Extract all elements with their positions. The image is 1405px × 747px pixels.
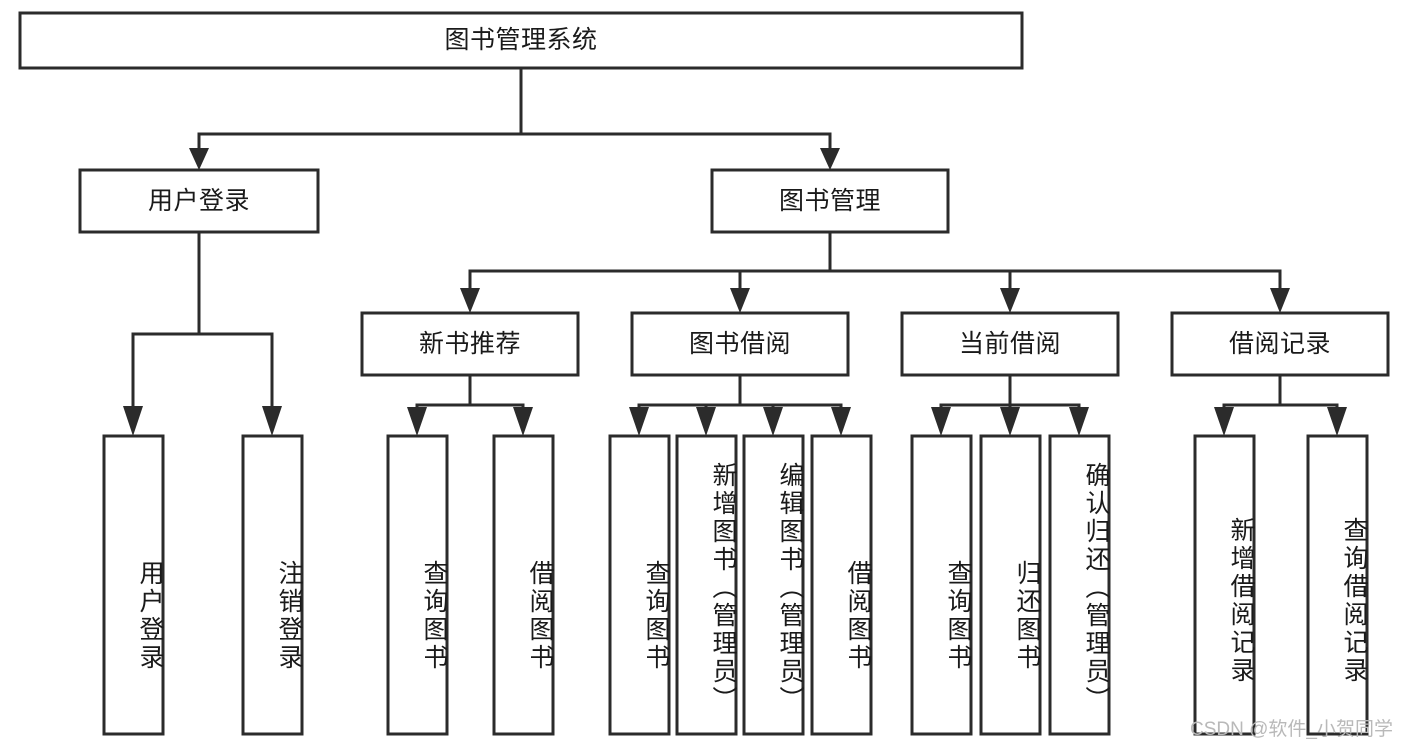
node-box-leaf-12[interactable]: [1306, 434, 1369, 736]
arrow-to-leaf-10: [1069, 407, 1089, 436]
csdn-watermark: CSDN @软件_小贺同学: [1190, 719, 1393, 740]
arrow-to-leaf-4: [629, 407, 649, 436]
node-box-leaf-2[interactable]: [386, 434, 449, 736]
arrow-to-leaf-6: [763, 407, 783, 436]
connector-group-new-book: [407, 373, 533, 436]
arrow-to-l3-3: [1270, 288, 1290, 313]
arrow-to-leaf-0: [123, 406, 143, 436]
node-box-leaf-11[interactable]: [1193, 434, 1256, 736]
arrow-root-to-l2-1: [820, 148, 840, 170]
arrow-to-l3-1: [730, 288, 750, 313]
node-box-leaf-4[interactable]: [608, 434, 671, 736]
node-box-current-borrow[interactable]: [900, 311, 1120, 377]
arrow-to-leaf-5: [696, 407, 716, 436]
node-box-leaf-6[interactable]: [742, 434, 805, 736]
arrow-to-l3-2: [1000, 288, 1020, 313]
node-box-leaf-10[interactable]: [1048, 434, 1111, 736]
arrow-to-leaf-12: [1327, 407, 1347, 436]
node-box-leaf-8[interactable]: [910, 434, 973, 736]
arrow-to-leaf-7: [831, 407, 851, 436]
node-box-leaf-9[interactable]: [979, 434, 1042, 736]
node-box-user-login[interactable]: [78, 168, 320, 234]
node-box-leaf-1[interactable]: [241, 434, 304, 736]
connector-group-user-login: [123, 230, 282, 436]
connector-group-book-management: [460, 230, 1290, 313]
arrow-to-leaf-1: [262, 406, 282, 436]
arrow-to-leaf-3: [513, 407, 533, 436]
node-box-new-book-recommend[interactable]: [360, 311, 580, 377]
connector-group-borrow-record: [1214, 373, 1347, 436]
connector-group-root: [189, 66, 840, 170]
arrow-to-leaf-9: [1000, 407, 1020, 436]
node-box-root[interactable]: [18, 11, 1024, 70]
node-box-leaf-5[interactable]: [675, 434, 738, 736]
node-box-leaf-0[interactable]: [102, 434, 165, 736]
node-box-book-borrow[interactable]: [630, 311, 850, 377]
arrow-to-leaf-8: [931, 407, 951, 436]
connector-group-current-borrow: [931, 373, 1089, 436]
node-box-borrow-record[interactable]: [1170, 311, 1390, 377]
node-box-book-management[interactable]: [710, 168, 950, 234]
arrow-root-to-l2-0: [189, 148, 209, 170]
arrow-to-l3-0: [460, 288, 480, 313]
arrow-to-leaf-2: [407, 407, 427, 436]
connector-group-book-borrow: [629, 373, 851, 436]
node-box-leaf-3[interactable]: [492, 434, 555, 736]
node-box-leaf-7[interactable]: [810, 434, 873, 736]
arrow-to-leaf-11: [1214, 407, 1234, 436]
